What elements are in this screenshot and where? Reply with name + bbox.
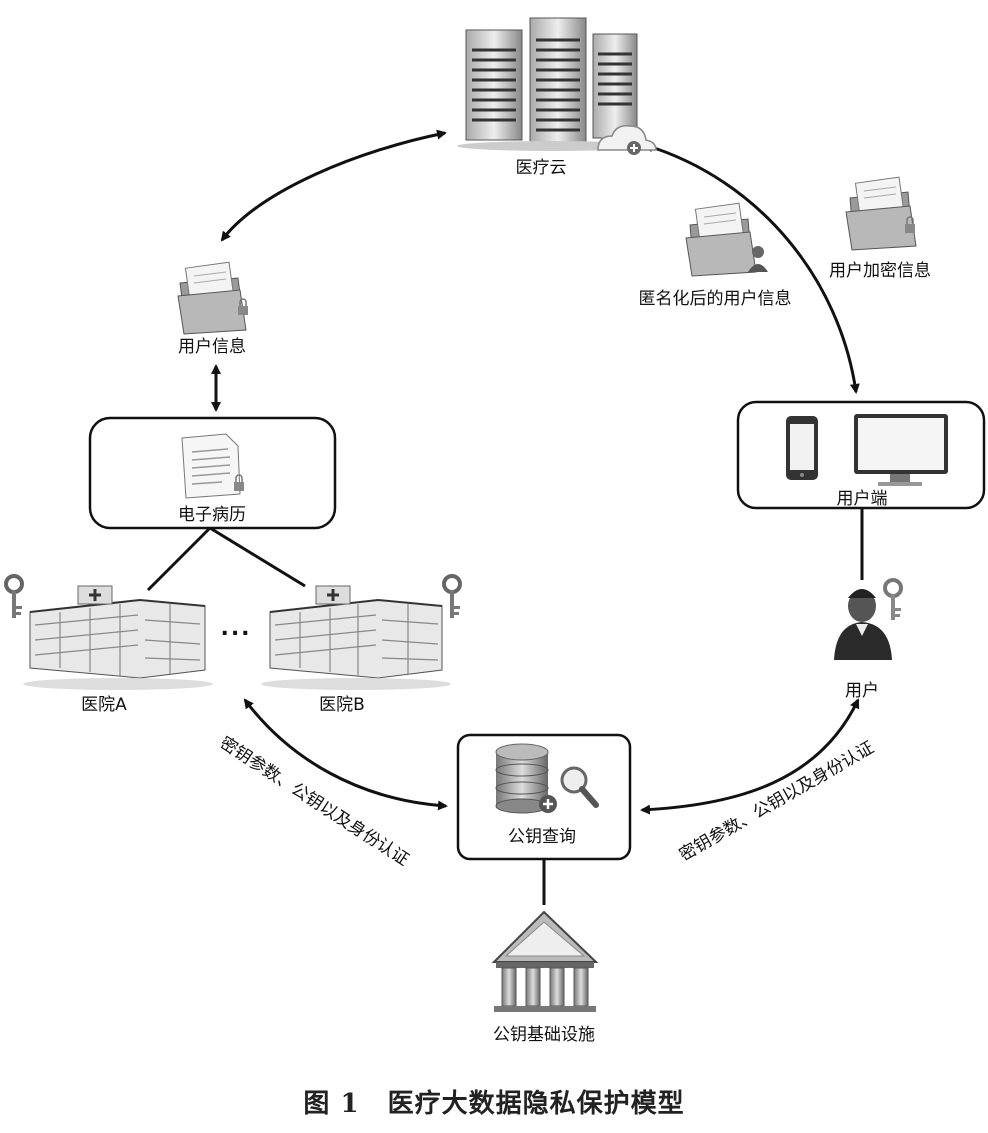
monitor-icon <box>854 414 948 486</box>
user-key-icon <box>834 578 903 660</box>
folder-user-icon <box>685 202 768 277</box>
user-info-label: 用户信息 <box>178 337 246 357</box>
user-terminal-label: 用户端 <box>836 489 888 509</box>
emr-label: 电子病历 <box>178 505 246 525</box>
arc-cloud-terminal <box>643 142 860 394</box>
hospital-ellipsis: ... <box>220 616 252 641</box>
arc-hospital-pkquery <box>243 698 448 811</box>
emr-box <box>88 416 337 530</box>
folder-lock-icon <box>177 261 248 335</box>
database-search-icon <box>495 743 599 814</box>
hospital-a-icon <box>4 574 213 690</box>
pk-query-box <box>456 733 632 861</box>
folder-lock-icon-encrypted <box>845 176 917 251</box>
hospital-b-label: 医院B <box>319 695 365 715</box>
hospital-b-icon <box>261 574 462 690</box>
enc-info-label: 用户加密信息 <box>829 261 931 281</box>
arc-cloud-userinfo <box>220 129 447 242</box>
figure-title: 医疗大数据隐私保护模型 <box>387 1089 685 1119</box>
pki-label: 公钥基础设施 <box>493 1025 595 1045</box>
document-lock-icon <box>181 433 244 499</box>
arc-user-pkquery <box>640 698 860 815</box>
user-terminal-box <box>736 400 986 510</box>
anon-info-label: 匿名化后的用户信息 <box>638 289 792 309</box>
figure-number: 图 1 <box>303 1089 360 1119</box>
line-emr-hospitals <box>146 526 306 592</box>
hospital-a-label: 医院A <box>81 695 127 715</box>
institution-building-icon <box>491 910 599 1012</box>
smartphone-icon <box>786 416 818 480</box>
figure-caption: 图 1 医疗大数据隐私保护模型 <box>0 1083 988 1120</box>
cloud-label: 医疗云 <box>515 158 567 178</box>
user-label: 用户 <box>845 681 879 701</box>
pk-query-label: 公钥查询 <box>508 827 576 847</box>
cloud-plus-icon <box>597 124 657 155</box>
